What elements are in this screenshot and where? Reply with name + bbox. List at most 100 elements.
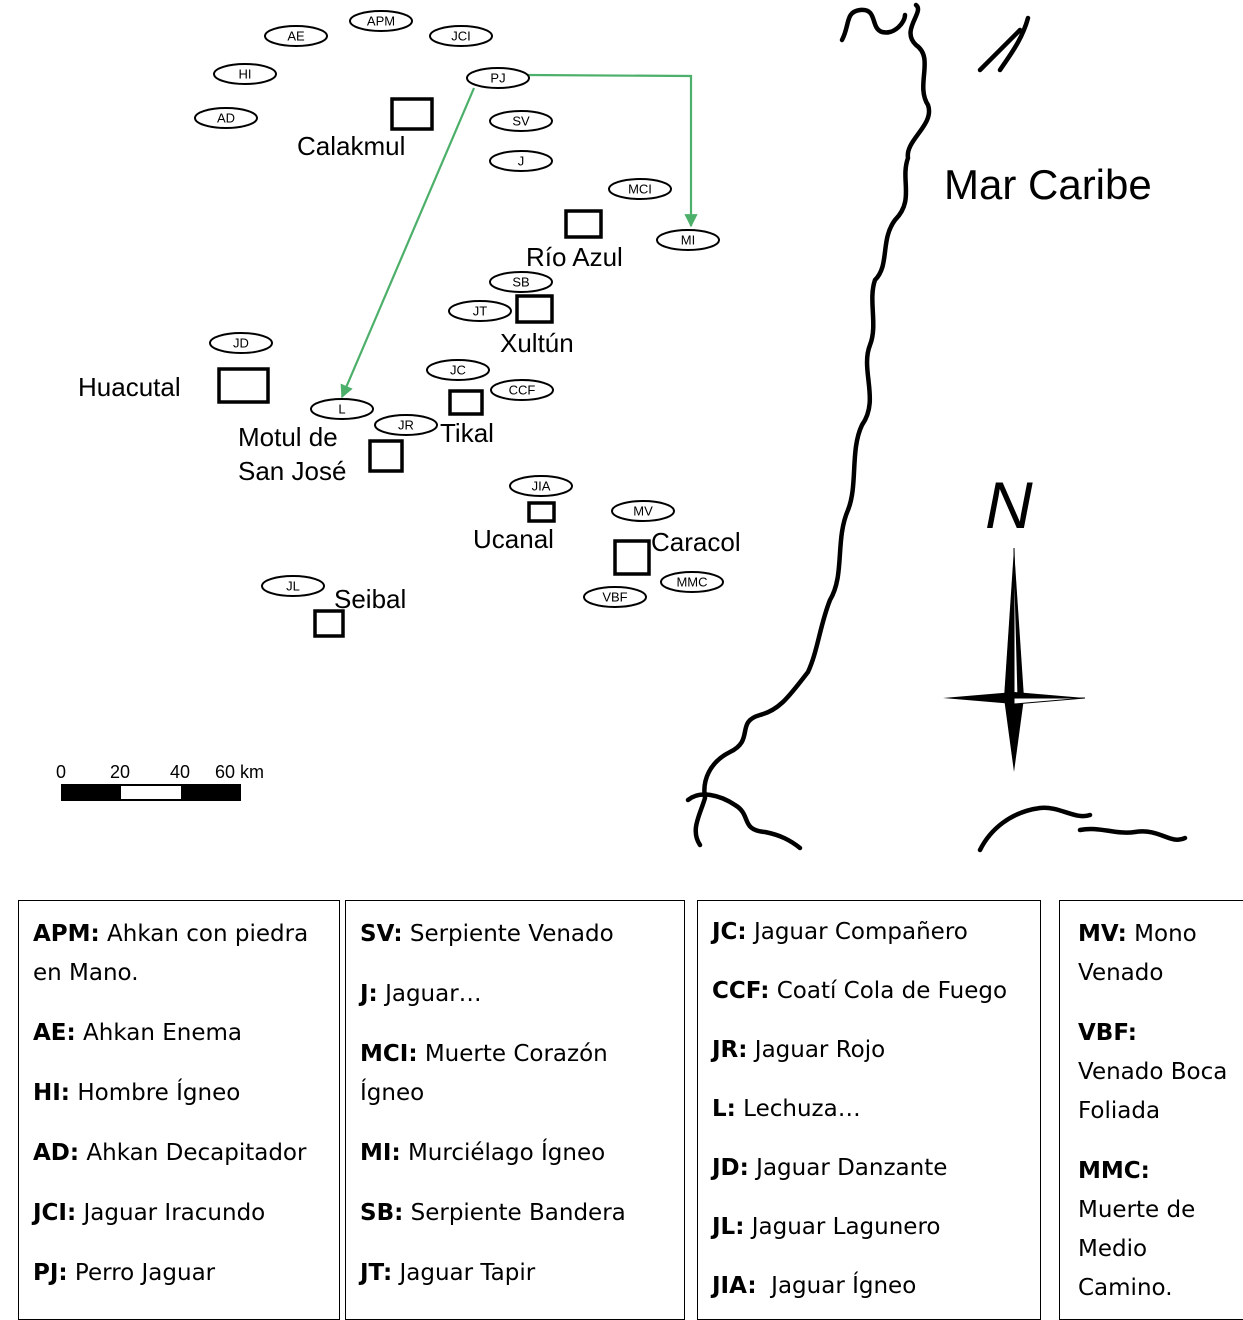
svg-text:JCI: JCI (451, 29, 471, 44)
legend-entry-mci: MCI: Muerte Corazón Ígneo (360, 1041, 608, 1106)
legend-entry-jc: JC: Jaguar Compañero (712, 919, 968, 945)
marker-jia: JIA (509, 475, 573, 497)
xultun-site-box (515, 294, 554, 324)
svg-text:J: J (518, 154, 525, 169)
marker-ccf: CCF (490, 379, 554, 401)
sea-label: Mar Caribe (944, 161, 1152, 208)
svg-text:AD: AD (217, 111, 235, 126)
legend-entry-jia: JIA: Jaguar Ígneo (712, 1273, 917, 1299)
huacutal-site-box (217, 367, 270, 404)
legend-entry-jt: JT: Jaguar Tapir (360, 1260, 536, 1286)
marker-sb: SB (489, 271, 553, 293)
marker-pj: PJ (466, 67, 530, 89)
legend-entry-ccf: CCF: Coatí Cola de Fuego (712, 978, 1008, 1004)
svg-text:APM: APM (367, 14, 395, 29)
marker-l: L (310, 398, 374, 420)
ucanal-label: Ucanal (473, 524, 554, 554)
legend-column-2: SV: Serpiente Venado J: Jaguar… MCI: Mue… (345, 900, 685, 1320)
svg-text:SB: SB (512, 275, 529, 290)
legend-entry-mi: MI: Murciélago Ígneo (360, 1140, 606, 1166)
marker-hi: HI (213, 63, 277, 85)
motul-site-box (368, 439, 404, 473)
rio-azul-site-box (564, 209, 603, 239)
coast-island (977, 15, 1031, 73)
marker-mci: MCI (608, 178, 672, 200)
xultun-label: Xultún (500, 328, 574, 358)
rio-azul-label: Río Azul (526, 242, 623, 272)
marker-jt: JT (448, 300, 512, 322)
legend-entry-sb: SB: Serpiente Bandera (360, 1200, 626, 1226)
marker-ae: AE (264, 25, 328, 47)
north-arrow-icon: N (943, 468, 1086, 772)
coast-southeast (1077, 826, 1188, 842)
svg-text:MV: MV (633, 504, 653, 519)
marker-jd: JD (209, 332, 273, 354)
marker-jc: JC (426, 359, 490, 381)
scale-tick-40: 40 (170, 762, 190, 782)
legend-entry-jci: JCI: Jaguar Iracundo (33, 1200, 266, 1226)
tikal-label: Tikal (440, 418, 494, 448)
marker-jci: JCI (429, 25, 493, 47)
svg-text:HI: HI (239, 67, 252, 82)
svg-text:JC: JC (450, 363, 466, 378)
svg-text:MCI: MCI (628, 182, 652, 197)
huacutal-label: Huacutal (78, 372, 181, 402)
svg-text:AE: AE (287, 29, 305, 44)
scale-tick-60: 60 km (215, 762, 264, 782)
legend-entry-pj: PJ: Perro Jaguar (33, 1260, 216, 1286)
arrow-pj-to-l (340, 87, 476, 399)
legend-column-3: JC: Jaguar Compañero CCF: Coatí Cola de … (697, 900, 1041, 1320)
svg-text:JT: JT (473, 304, 488, 319)
calakmul-label: Calakmul (297, 131, 405, 161)
north-label: N (985, 468, 1033, 542)
seibal-label: Seibal (334, 584, 406, 614)
calakmul-site-box (390, 97, 434, 131)
legend-entry-sv: SV: Serpiente Venado (360, 921, 614, 947)
svg-text:MMC: MMC (676, 575, 707, 590)
caracol-label: Caracol (651, 527, 741, 557)
ucanal-site-box (527, 501, 556, 523)
marker-mmc: MMC (660, 571, 724, 593)
marker-jl: JL (261, 575, 325, 597)
marker-apm: APM (349, 10, 413, 32)
legend-entry-ad: AD: Ahkan Decapitador (33, 1140, 307, 1166)
legend-entry-l: L: Lechuza… (712, 1096, 861, 1122)
legend-entry-jl: JL: Jaguar Lagunero (712, 1214, 941, 1240)
svg-text:MI: MI (681, 233, 695, 248)
marker-vbf: VBF (583, 586, 647, 608)
legend-entry-vbf: VBF: Venado Boca Foliada (1078, 1020, 1228, 1124)
svg-text:SV: SV (512, 114, 530, 129)
motul-label-line2: San José (238, 456, 346, 486)
svg-text:L: L (338, 402, 345, 417)
scale-tick-0: 0 (56, 762, 66, 782)
marker-mi: MI (656, 229, 720, 251)
legend-entry-mmc: MMC: Muerte de Medio Camino. (1078, 1158, 1196, 1301)
svg-text:JD: JD (233, 336, 249, 351)
tikal-site-box (448, 389, 484, 416)
legend-entry-j: J: Jaguar… (360, 981, 482, 1007)
marker-sv: SV (489, 110, 553, 132)
coast-south-inlet (685, 792, 1093, 853)
legend-entry-jd: JD: Jaguar Danzante (712, 1155, 948, 1181)
svg-text:JR: JR (398, 418, 414, 433)
scale-tick-20: 20 (110, 762, 130, 782)
legend-entry-mv: MV: Mono Venado (1078, 921, 1197, 986)
marker-j: J (489, 150, 553, 172)
legend-entry-ae: AE: Ahkan Enema (33, 1020, 242, 1046)
legend-entry-hi: HI: Hombre Ígneo (33, 1080, 241, 1106)
seibal-site-box (313, 609, 345, 638)
legend-column-1: APM: Ahkan con piedra en Mano. AE: Ahkan… (18, 900, 340, 1320)
legend-entry-jr: JR: Jaguar Rojo (712, 1037, 886, 1063)
caracol-site-box (613, 539, 651, 576)
map: Calakmul Río Azul Xultún Huacutal Motul … (56, 2, 1188, 853)
motul-label-line1: Motul de (238, 422, 338, 452)
marker-jr: JR (374, 414, 438, 436)
scale-bar: 0 20 40 60 km (56, 762, 264, 801)
svg-text:JL: JL (286, 579, 300, 594)
svg-text:CCF: CCF (509, 383, 536, 398)
legend-entry-apm: APM: Ahkan con piedra en Mano. (33, 921, 309, 986)
marker-mv: MV (611, 500, 675, 522)
arrow-pj-to-mi (527, 73, 698, 228)
svg-text:PJ: PJ (490, 71, 505, 86)
marker-ad: AD (194, 107, 258, 129)
